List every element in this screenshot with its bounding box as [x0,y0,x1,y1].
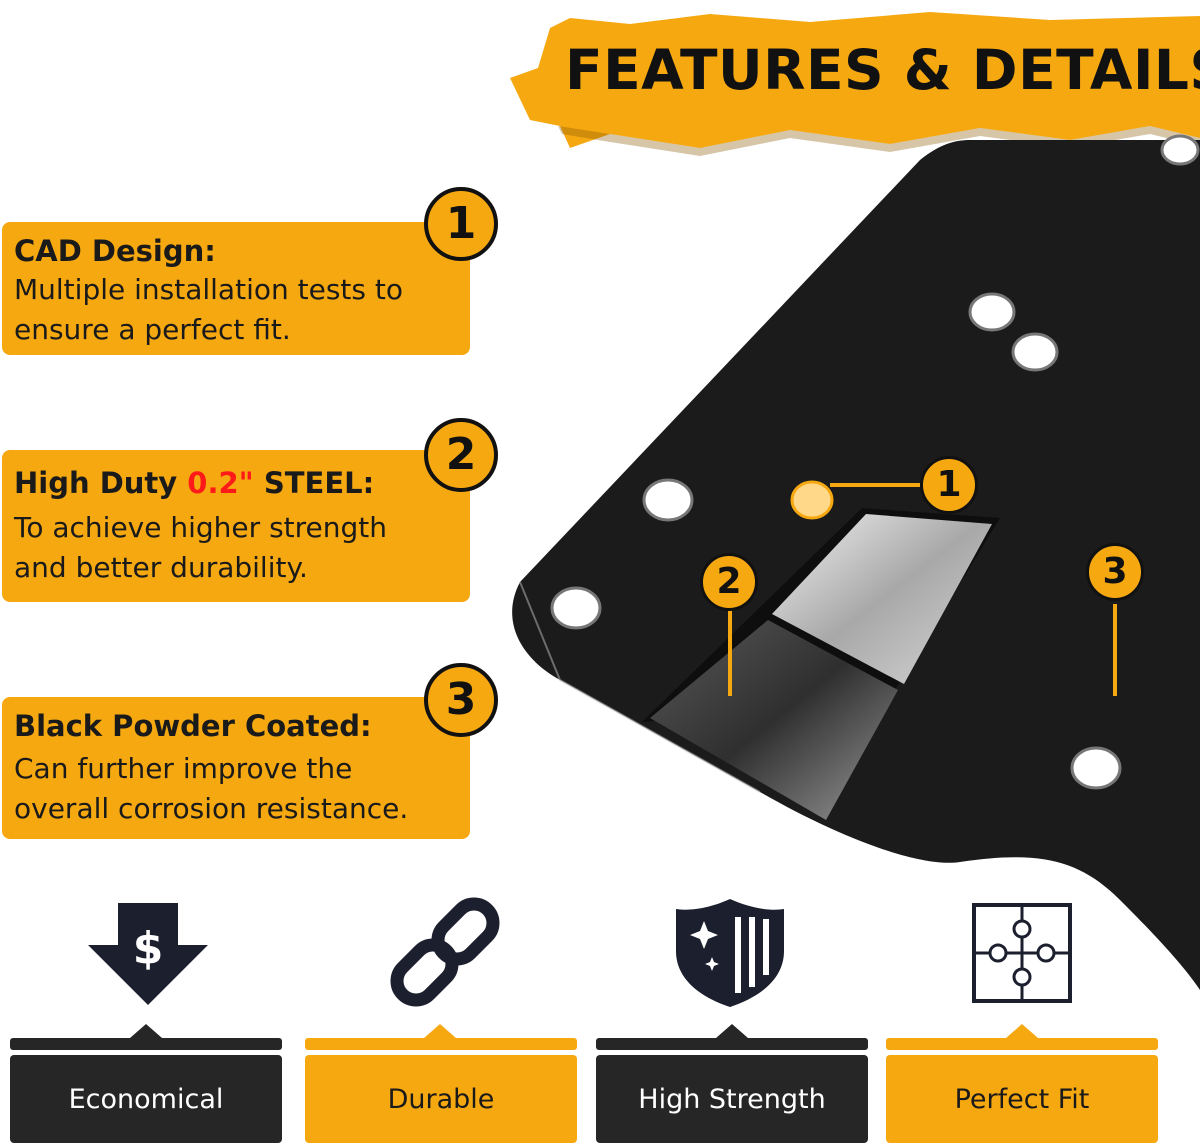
puzzle-icon [972,903,1072,1003]
callout-3: 3 [1086,543,1144,601]
feature-number-badge: 1 [424,187,498,261]
thickness-highlight: 0.2" [187,466,254,500]
shield-icon [676,899,784,1007]
feature-card-powder-coated: Black Powder Coated: Can further improve… [2,697,470,839]
feature-number-badge: 2 [424,418,498,492]
callout-2: 2 [700,553,758,611]
feature-desc-line: Multiple installation tests to [14,273,403,306]
label-notch [716,1024,748,1038]
chain-link-icon [390,897,500,1007]
banner-title: FEATURES & DETAILS [565,38,1200,102]
feature-title: High Duty 0.2" STEEL: [14,466,458,500]
feature-card-high-duty-steel: High Duty 0.2" STEEL: To achieve higher … [2,450,470,602]
feature-number-badge: 3 [424,663,498,737]
label-cap [10,1038,282,1050]
feature-card-cad-design: CAD Design: Multiple installation tests … [2,222,470,355]
label-notch [1006,1024,1038,1038]
badge-high-strength: High Strength [596,1055,868,1143]
feature-title: CAD Design: [14,234,216,268]
badge-durable: Durable [305,1055,577,1143]
label-notch [424,1024,456,1038]
callout-1: 1 [920,456,978,514]
feature-desc-line: ensure a perfect fit. [14,313,291,346]
label-cap [596,1038,868,1050]
feature-title-post: STEEL: [253,466,375,500]
dollar-down-arrow-icon: $ [88,903,208,1005]
label-cap [305,1038,577,1050]
banner-background [510,12,1200,156]
feature-desc-line: and better durability. [14,551,308,584]
feature-title-pre: High Duty [14,466,188,500]
feature-desc-line: overall corrosion resistance. [14,792,409,825]
svg-text:$: $ [133,923,164,974]
feature-desc-line: To achieve higher strength [14,511,387,544]
badge-perfect-fit: Perfect Fit [886,1055,1158,1143]
badge-economical: Economical [10,1055,282,1143]
mounting-plate-illustration [512,134,1200,990]
label-cap [886,1038,1158,1050]
label-notch [130,1024,162,1038]
feature-title: Black Powder Coated: [14,709,372,743]
feature-desc-line: Can further improve the [14,752,353,785]
